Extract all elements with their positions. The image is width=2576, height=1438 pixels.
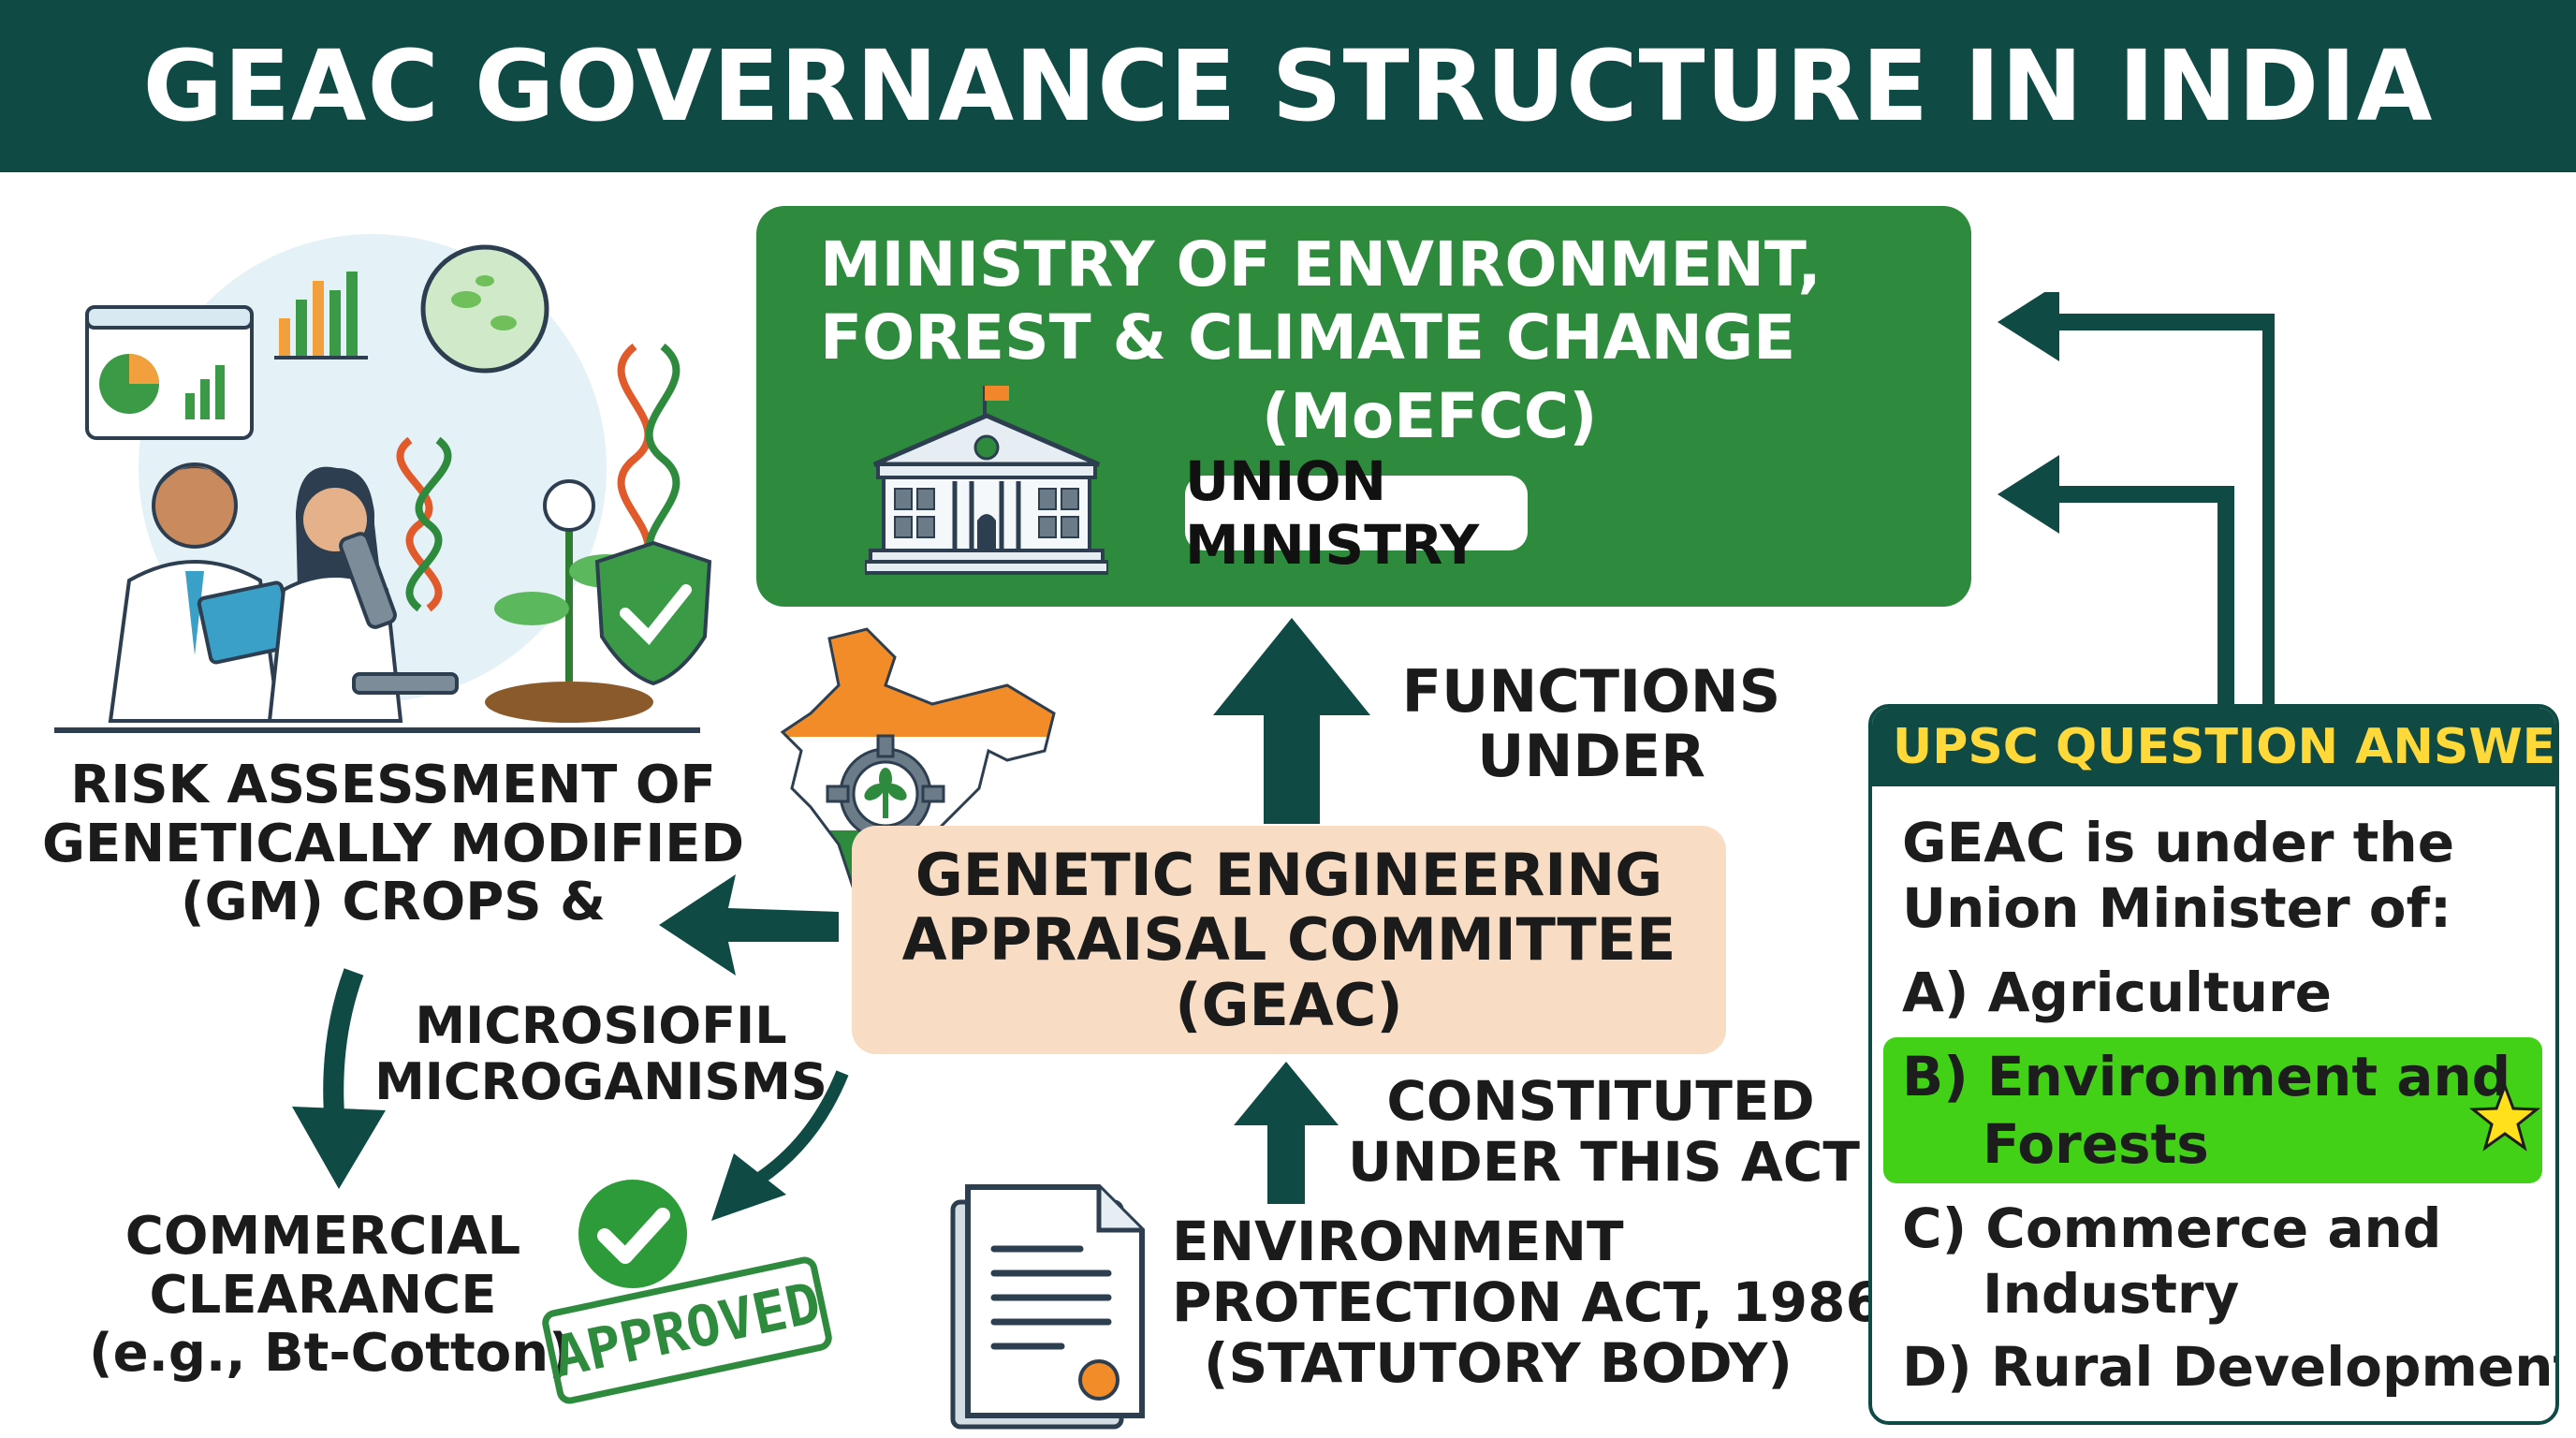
risk-label-line2: GENETICALLY MODIFIED: [42, 813, 744, 874]
arrow-act-to-geac: [1234, 1062, 1339, 1204]
arrow-geac-to-ministry: [1213, 618, 1370, 824]
arrows-upsc-to-ministry: [1998, 292, 2275, 710]
act-line2: PROTECTION ACT, 1986: [1172, 1269, 1883, 1334]
option-c-line2: Industry: [1983, 1262, 2240, 1326]
option-a: A) Agriculture: [1902, 961, 2332, 1024]
upsc-panel: UPSC QUESTION ANSWER GEAC is under the U…: [1868, 704, 2559, 1425]
geac-line3: (GEAC): [1175, 970, 1403, 1039]
functions-under-line1: FUNCTIONS: [1401, 657, 1781, 726]
functions-under-line2: UNDER: [1477, 722, 1705, 791]
constituted-line2: UNDER THIS ACT: [1348, 1129, 1860, 1194]
star-icon: [2469, 1082, 2540, 1152]
upsc-header: UPSC QUESTION ANSWER: [1872, 708, 2555, 786]
micro-label-line2: MICROGANISMS: [374, 1052, 827, 1112]
option-d: D) Rural Development: [1902, 1335, 2559, 1399]
option-b-highlight: [1883, 1037, 2542, 1183]
question-line2: Union Minister of:: [1902, 876, 2452, 940]
option-c-line1: C) Commerce and: [1902, 1196, 2442, 1260]
commercial-label-line3: (e.g., Bt-Cotton): [89, 1323, 573, 1385]
ministry-line3: (MoEFCC): [1262, 380, 1598, 452]
government-building-icon: [865, 386, 1108, 575]
option-b-line1: B) Environment and: [1902, 1045, 2511, 1108]
geac-line1: GENETIC ENGINEERING: [915, 840, 1663, 909]
ministry-line2: FOREST & CLIMATE CHANGE: [820, 301, 1796, 374]
title-bar: GEAC GOVERNANCE STRUCTURE IN INDIA: [0, 0, 2576, 172]
union-ministry-pill: UNION MINISTRY: [1185, 449, 1528, 577]
page-title: GEAC GOVERNANCE STRUCTURE IN INDIA: [142, 29, 2434, 143]
geac-box: GENETIC ENGINEERING APPRAISAL COMMITTEE …: [852, 826, 1726, 1054]
risk-label-line1: RISK ASSESSMENT OF: [70, 755, 716, 815]
commercial-label-line1: COMMERCIAL: [124, 1206, 521, 1267]
commercial-label-line2: CLEARANCE: [149, 1264, 497, 1326]
gear-leaf-icon: [826, 734, 945, 854]
arrow-geac-to-risk: [659, 874, 839, 976]
option-b-line2: Forests: [1983, 1112, 2209, 1176]
upsc-header-text: UPSC QUESTION ANSWER: [1893, 719, 2559, 775]
ministry-box: MINISTRY OF ENVIRONMENT, FOREST & CLIMAT…: [756, 206, 1971, 607]
ministry-line1: MINISTRY OF ENVIRONMENT,: [820, 228, 1822, 301]
question-line1: GEAC is under the: [1902, 811, 2455, 874]
check-icon: [578, 1180, 687, 1288]
arrow-micro-to-approved: [711, 1070, 849, 1221]
act-line1: ENVIRONMENT: [1172, 1210, 1624, 1273]
risk-label-line3: (GM) CROPS &: [181, 872, 606, 933]
constituted-line1: CONSTITUTED: [1386, 1069, 1815, 1133]
arrow-risk-to-commercial: [292, 968, 386, 1189]
geac-line2: APPRAISAL COMMITTEE: [901, 905, 1676, 975]
document-icon: [950, 1184, 1145, 1430]
micro-label-line1: MICROSIOFIL: [415, 996, 787, 1055]
union-ministry-label: UNION MINISTRY: [1185, 449, 1480, 577]
scientists-illustration: [54, 234, 712, 733]
act-line3: (STATUTORY BODY): [1204, 1330, 1793, 1395]
